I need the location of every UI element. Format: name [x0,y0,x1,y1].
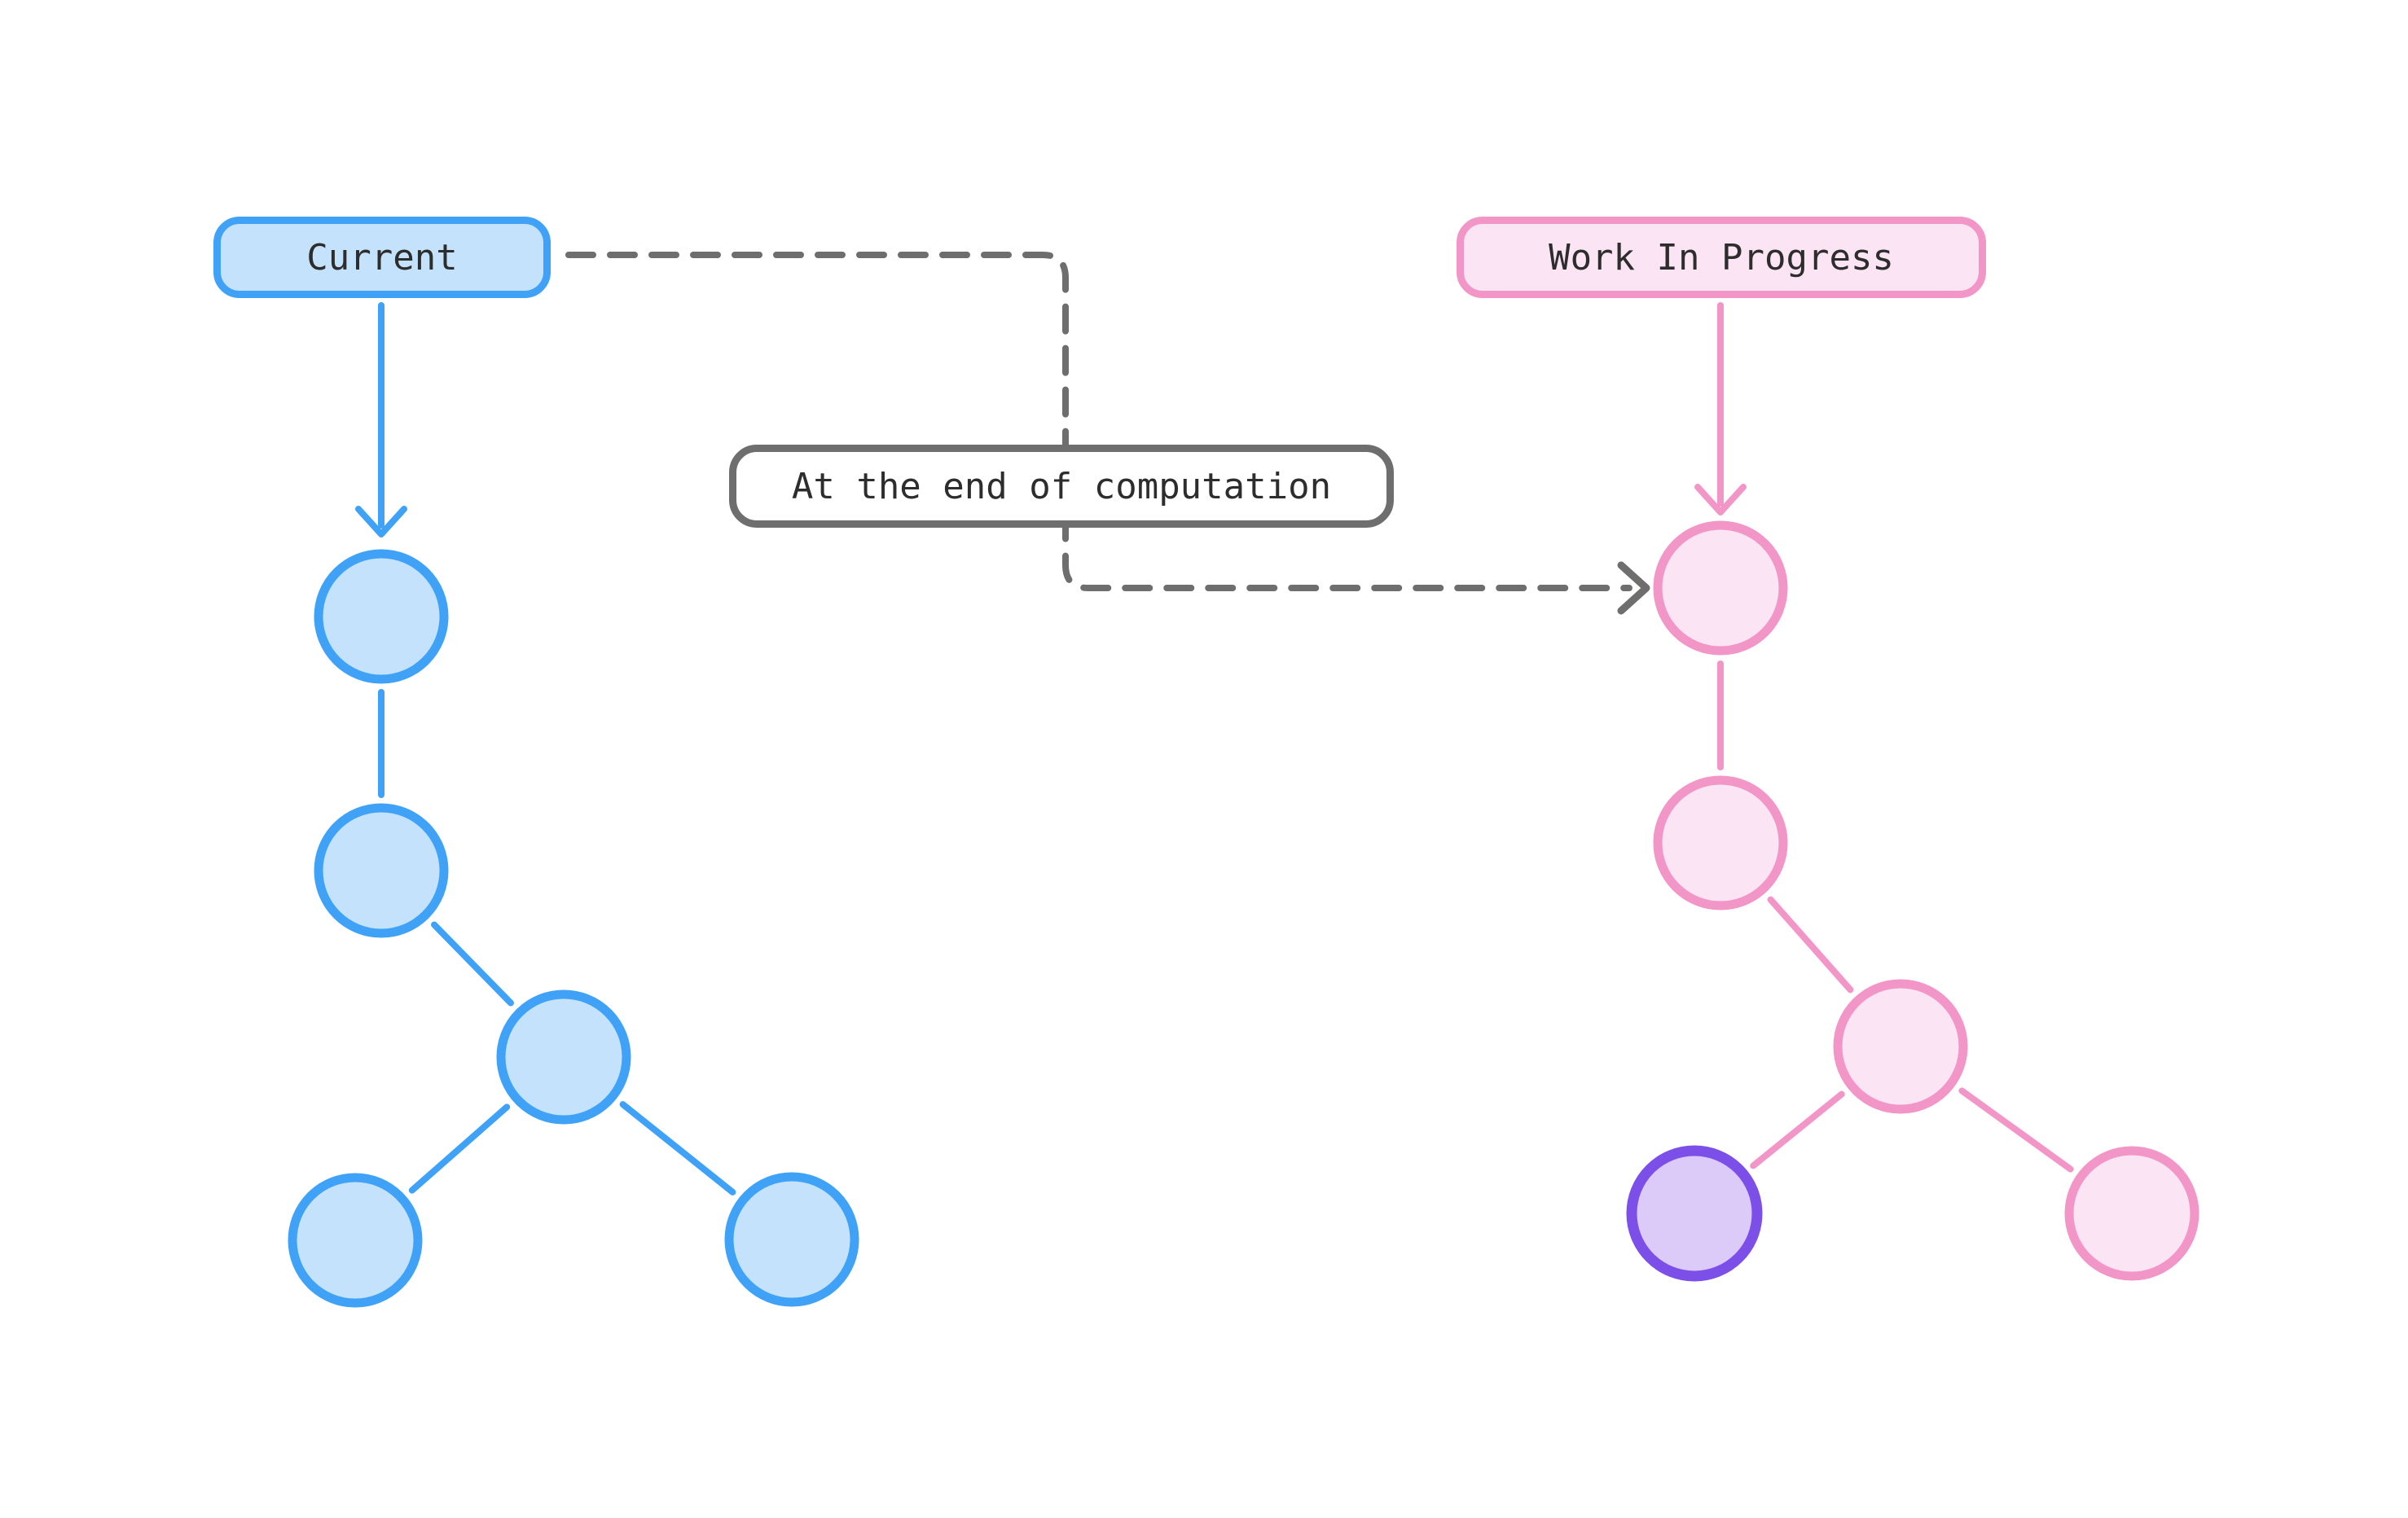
wip-tree-node-w3[interactable] [1833,979,1968,1114]
annotation-label-text: At the end of computation [791,465,1332,507]
wip-tree-edge-w3-w4 [1750,1090,1845,1169]
wip-tree-edge-w2-w3 [1767,896,1854,994]
wip-tree-node-w4-highlighted[interactable] [1626,1145,1763,1282]
work-in-progress-label-text: Work In Progress [1549,236,1894,279]
current-tree-edge-c2-c3 [431,921,514,1007]
wip-tree-node-w2[interactable] [1653,775,1788,910]
current-tree-edge-c3-c5 [619,1101,736,1196]
current-label-text: Current [306,236,458,279]
current-tree-node-c5[interactable] [724,1172,859,1307]
connector-dashed-path [565,252,1632,591]
wip-tree-edge-w3-w5 [1958,1087,2074,1173]
current-tree-node-c4[interactable] [288,1173,423,1308]
current-tree-node-c3[interactable] [496,989,631,1125]
current-tree-node-c2[interactable] [314,803,449,938]
annotation-label-pill[interactable]: At the end of computation [729,445,1394,528]
wip-tree-node-w1[interactable] [1653,520,1788,656]
current-tree-arrowhead-icon [355,506,407,537]
current-tree-edge-c3-c4 [408,1103,511,1194]
current-tree-node-c1[interactable] [314,549,449,684]
wip-tree-node-w5[interactable] [2064,1146,2199,1281]
work-in-progress-label-pill[interactable]: Work In Progress [1457,217,1986,298]
wip-tree-arrowhead-icon [1694,484,1747,516]
connector-arrowhead-icon [1617,561,1650,615]
current-label-pill[interactable]: Current [213,217,551,298]
